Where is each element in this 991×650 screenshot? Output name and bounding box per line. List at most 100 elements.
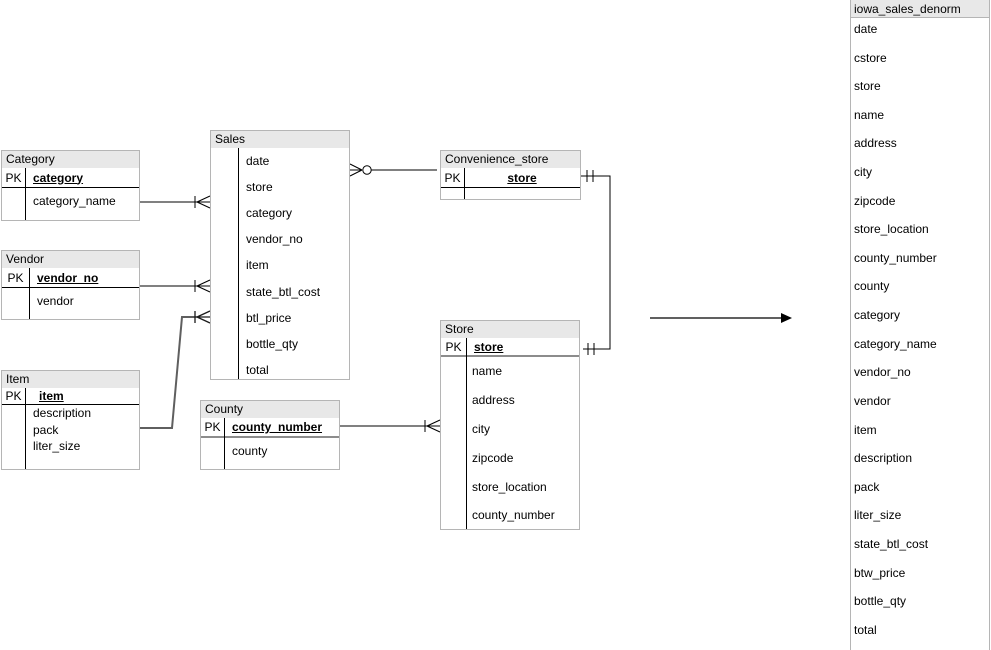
pk-label: PK	[5, 389, 22, 403]
pk-field: vendor_no	[37, 270, 99, 285]
field-row: description	[854, 451, 913, 466]
table-title: Convenience_store	[441, 151, 580, 168]
field-row: zipcode	[472, 450, 514, 465]
field-row: county_number	[854, 250, 937, 265]
denormalize-arrow[interactable]	[650, 313, 792, 323]
pk-field: store	[474, 339, 504, 354]
field-row: city	[854, 165, 872, 180]
table-item[interactable]: Item PK item description pack liter_size	[1, 370, 140, 470]
table-title: Item	[2, 371, 139, 388]
pk-label: PK	[444, 170, 461, 185]
table-title: County	[201, 401, 339, 418]
field-row: category_name	[33, 194, 116, 208]
field-row: cstore	[854, 50, 887, 65]
field-row: state_btl_cost	[246, 284, 321, 299]
relationship-connectors	[140, 163, 792, 433]
table-title: Sales	[211, 131, 349, 148]
field-row: vendor	[854, 393, 891, 408]
pk-column-divider	[25, 388, 26, 469]
table-vendor[interactable]: Vendor PK vendor_no vendor	[1, 250, 140, 320]
pk-label: PK	[445, 339, 462, 354]
field-row: btl_price	[246, 310, 292, 325]
pk-row: PK vendor_no	[2, 268, 139, 288]
field-row: category_name	[854, 336, 937, 351]
one-tick-icon	[586, 170, 594, 182]
edge-item-sales[interactable]	[140, 310, 211, 429]
edge-convenience-store-store[interactable]	[581, 170, 611, 355]
field-row: bottle_qty	[854, 594, 907, 609]
table-convenience-store[interactable]: Convenience_store PK store	[440, 150, 581, 200]
table-county[interactable]: County PK county_number county	[200, 400, 340, 470]
field-row: store	[854, 79, 881, 94]
field-row: date	[246, 154, 270, 169]
pk-row: PK category	[2, 168, 139, 188]
pk-column-divider	[25, 168, 26, 220]
table-title: Category	[2, 151, 139, 168]
pk-column-divider	[224, 418, 225, 469]
zero-circle-icon	[362, 165, 372, 175]
table-sales[interactable]: Sales date store category vendor_no item…	[210, 130, 350, 380]
crows-foot-icon	[194, 310, 211, 324]
field-row: vendor_no	[246, 232, 303, 247]
field-row: county_number	[472, 508, 555, 523]
pk-column-divider	[29, 268, 30, 319]
table-title: iowa_sales_denorm	[851, 0, 989, 18]
pk-row: PK store	[441, 338, 579, 357]
field-row: state_btl_cost	[854, 536, 929, 551]
field-row: category	[246, 206, 293, 221]
crows-foot-icon	[424, 419, 441, 433]
pk-column-divider	[466, 338, 467, 529]
field-row: name	[472, 364, 503, 379]
pk-label: PK	[5, 170, 22, 185]
pk-row: PK item	[2, 388, 139, 405]
pk-field: store	[507, 170, 537, 185]
field-row: pack	[854, 479, 880, 494]
edge-sales-convenience-store[interactable]	[349, 163, 437, 177]
edge-county-store[interactable]	[340, 419, 441, 433]
field-row: county	[232, 444, 268, 458]
field-row: total	[246, 362, 269, 377]
crows-foot-zero-icon	[349, 163, 363, 177]
pk-label: PK	[204, 420, 221, 434]
field-row: item	[854, 422, 877, 437]
edge-vendor-sales[interactable]	[140, 279, 211, 293]
field-row: description	[33, 406, 92, 421]
crows-foot-icon	[194, 195, 211, 209]
pk-field: item	[39, 389, 64, 403]
field-row: total	[854, 622, 877, 637]
field-row: county	[854, 279, 890, 294]
pk-label: PK	[7, 270, 24, 285]
pk-row: PK store	[441, 168, 580, 188]
field-row: vendor_no	[854, 365, 911, 380]
field-row: item	[246, 258, 269, 273]
field-row: vendor	[37, 294, 74, 308]
field-row: category	[854, 308, 901, 323]
pk-field: county_number	[232, 420, 323, 434]
field-row: store	[246, 180, 273, 195]
table-title: Vendor	[2, 251, 139, 268]
table-iowa-sales-denorm[interactable]: iowa_sales_denorm date cstore store name…	[850, 0, 990, 650]
edge-category-sales[interactable]	[140, 195, 211, 209]
table-title: Store	[441, 321, 579, 338]
field-row: pack	[33, 422, 59, 437]
pk-column-divider	[464, 168, 465, 199]
field-row: city	[472, 421, 490, 436]
one-tick-icon	[587, 343, 595, 355]
field-row: btw_price	[854, 565, 906, 580]
field-row: store_location	[854, 222, 929, 237]
field-row: liter_size	[33, 438, 81, 453]
field-row: liter_size	[854, 508, 902, 523]
pk-field: category	[33, 170, 84, 185]
table-store[interactable]: Store PK store name address city zipcode…	[440, 320, 580, 530]
pk-row: PK county_number	[201, 418, 339, 438]
field-row: zipcode	[854, 193, 896, 208]
field-row: address	[854, 136, 897, 151]
field-row: date	[854, 22, 878, 36]
field-row: name	[854, 107, 885, 122]
arrowhead-icon	[781, 313, 792, 323]
field-row: address	[472, 393, 515, 408]
table-category[interactable]: Category PK category category_name	[1, 150, 140, 221]
crows-foot-icon	[194, 279, 211, 293]
field-row: store_location	[472, 479, 547, 494]
